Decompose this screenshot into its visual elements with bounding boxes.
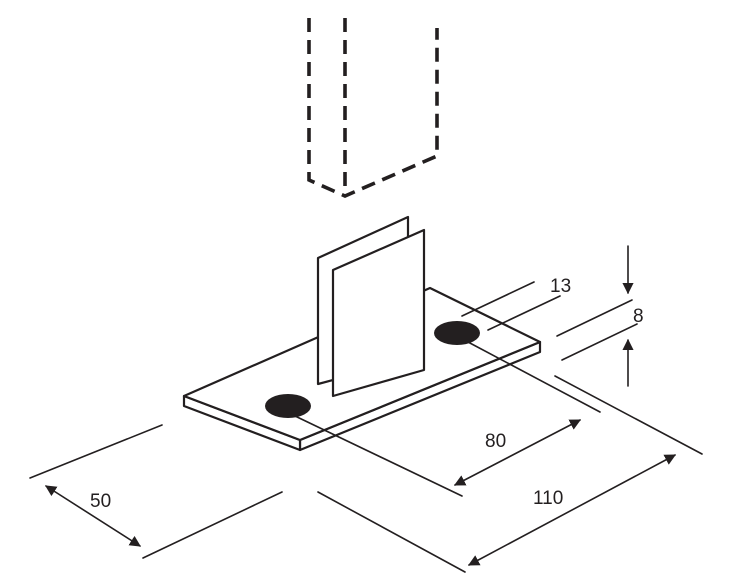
mounting-hole-left [265, 394, 311, 418]
width-dimension-label: 50 [90, 491, 111, 512]
thickness-dimension-label: 8 [633, 306, 644, 327]
extension-lines [29, 281, 703, 573]
mounting-hole-right [434, 321, 480, 345]
post-outline [307, 18, 439, 198]
upright-fin-front [331, 228, 426, 398]
hole-spacing-dimension-arrow [454, 419, 581, 486]
hole-spacing-dimension-label: 80 [485, 431, 506, 452]
hole-diameter-dimension-label: 13 [550, 276, 571, 297]
length-dimension-arrow [468, 454, 676, 566]
length-dimension-label: 110 [533, 488, 563, 509]
width-dimension-arrow [45, 485, 141, 547]
dimension-arrows [45, 245, 676, 566]
